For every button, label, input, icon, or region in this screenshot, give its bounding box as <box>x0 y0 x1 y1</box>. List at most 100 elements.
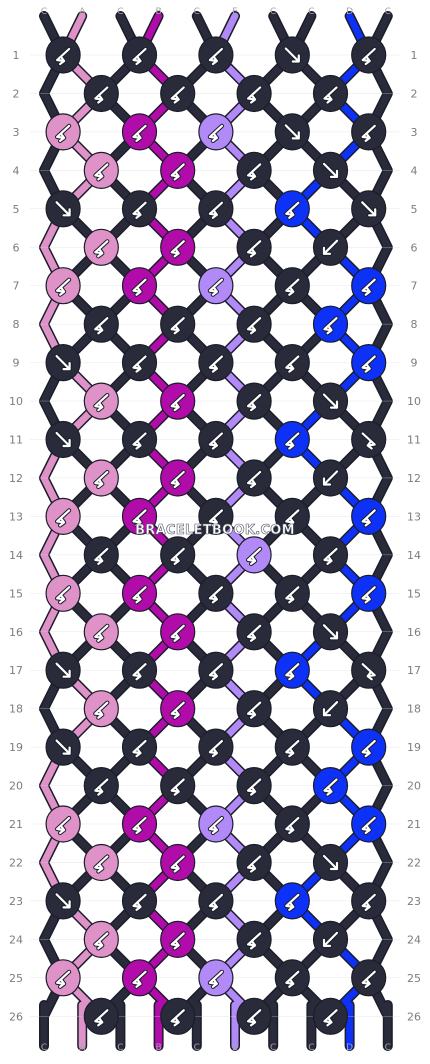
knot <box>83 690 119 728</box>
row-number-right: 16 <box>407 626 421 639</box>
knot <box>312 920 349 959</box>
string-letter: C <box>308 7 314 17</box>
forward-backward-arrow-icon <box>361 509 376 527</box>
forward-backward-arrow-icon <box>361 663 376 681</box>
row-number-left: 21 <box>9 818 23 831</box>
forward-backward-arrow-icon <box>208 201 223 219</box>
knot <box>351 574 387 612</box>
knot <box>160 997 196 1035</box>
knot <box>351 36 387 74</box>
knot <box>236 843 272 882</box>
knot <box>351 651 387 689</box>
row-number-right: 20 <box>407 780 421 793</box>
row-number-right: 1 <box>411 49 418 62</box>
forward-backward-arrow-icon <box>94 1009 109 1027</box>
forward-backward-arrow-icon <box>94 163 109 181</box>
knot <box>83 305 119 343</box>
knot <box>236 382 272 420</box>
knot <box>121 344 158 382</box>
forward-arrow-icon <box>361 201 377 217</box>
row-number-left: 4 <box>13 164 20 177</box>
row-number-left: 22 <box>9 856 23 869</box>
forward-backward-arrow-icon <box>94 86 109 104</box>
forward-backward-arrow-icon <box>208 816 223 835</box>
knot <box>312 997 349 1035</box>
knot <box>83 843 119 882</box>
knot <box>312 459 349 497</box>
forward-arrow-icon <box>322 393 339 409</box>
forward-backward-arrow-icon <box>247 317 262 335</box>
forward-backward-arrow-icon <box>55 816 71 835</box>
knot <box>83 997 119 1035</box>
forward-backward-arrow-icon <box>170 317 185 335</box>
knot <box>274 420 310 459</box>
forward-backward-arrow-icon <box>94 470 109 489</box>
string-letter: D <box>346 1043 353 1053</box>
forward-backward-arrow-icon <box>361 124 376 142</box>
forward-backward-arrow-icon <box>247 855 262 873</box>
row-number-left: 8 <box>13 318 20 331</box>
forward-backward-arrow-icon <box>170 932 185 950</box>
forward-backward-arrow-icon <box>247 394 262 412</box>
forward-backward-arrow-icon <box>132 816 147 835</box>
forward-backward-arrow-icon <box>132 663 147 681</box>
knot <box>45 728 81 766</box>
knot <box>45 959 81 997</box>
forward-backward-arrow-icon <box>361 47 376 66</box>
knot <box>312 613 349 651</box>
knot <box>351 190 387 228</box>
row-number-right: 15 <box>407 587 421 600</box>
forward-backward-arrow-icon <box>170 624 185 642</box>
string-letter: C <box>385 1043 391 1053</box>
forward-backward-arrow-icon <box>208 355 223 373</box>
knot <box>198 497 234 536</box>
knot <box>198 728 234 766</box>
forward-arrow-icon <box>322 162 339 178</box>
row-number-right: 11 <box>407 434 421 447</box>
backward-arrow-icon <box>322 701 339 717</box>
backward-arrow-icon <box>322 931 339 948</box>
string-letter: C <box>308 1043 314 1053</box>
knot <box>236 766 272 805</box>
knot <box>351 497 387 536</box>
row-number-left: 26 <box>9 1010 23 1023</box>
knot <box>121 420 158 459</box>
forward-backward-arrow-icon <box>285 739 300 758</box>
knot <box>83 536 119 574</box>
forward-backward-arrow-icon <box>208 893 223 912</box>
row-number-right: 10 <box>407 395 421 408</box>
row-number-left: 20 <box>9 780 23 793</box>
forward-backward-arrow-icon <box>132 893 147 912</box>
knot <box>160 382 196 420</box>
knot <box>160 536 196 574</box>
forward-backward-arrow-icon <box>247 547 262 566</box>
forward-backward-arrow-icon <box>247 86 262 104</box>
knot <box>351 959 387 997</box>
knot <box>312 536 349 574</box>
knot <box>312 382 349 420</box>
watermark: BRACELETBOOK.COM <box>135 523 295 538</box>
knot <box>274 959 310 997</box>
forward-backward-arrow-icon <box>94 855 109 873</box>
forward-backward-arrow-icon <box>285 201 300 219</box>
row-number-right: 24 <box>407 933 421 946</box>
knot <box>83 151 119 189</box>
knot <box>236 690 272 728</box>
forward-backward-arrow-icon <box>55 278 71 296</box>
knot <box>351 805 387 843</box>
knot <box>198 113 234 151</box>
row-number-left: 2 <box>13 87 20 100</box>
forward-backward-arrow-icon <box>208 970 223 988</box>
forward-backward-arrow-icon <box>132 355 147 373</box>
string-letter: E <box>232 7 238 17</box>
row-number-left: 16 <box>9 626 23 639</box>
knot <box>351 344 387 382</box>
forward-arrow-icon <box>55 201 71 217</box>
forward-backward-arrow-icon <box>132 970 147 988</box>
forward-backward-arrow-icon <box>94 394 109 412</box>
forward-backward-arrow-icon <box>361 278 376 296</box>
forward-backward-arrow-icon <box>208 432 223 450</box>
row-number-right: 22 <box>407 856 421 869</box>
forward-backward-arrow-icon <box>361 970 376 988</box>
